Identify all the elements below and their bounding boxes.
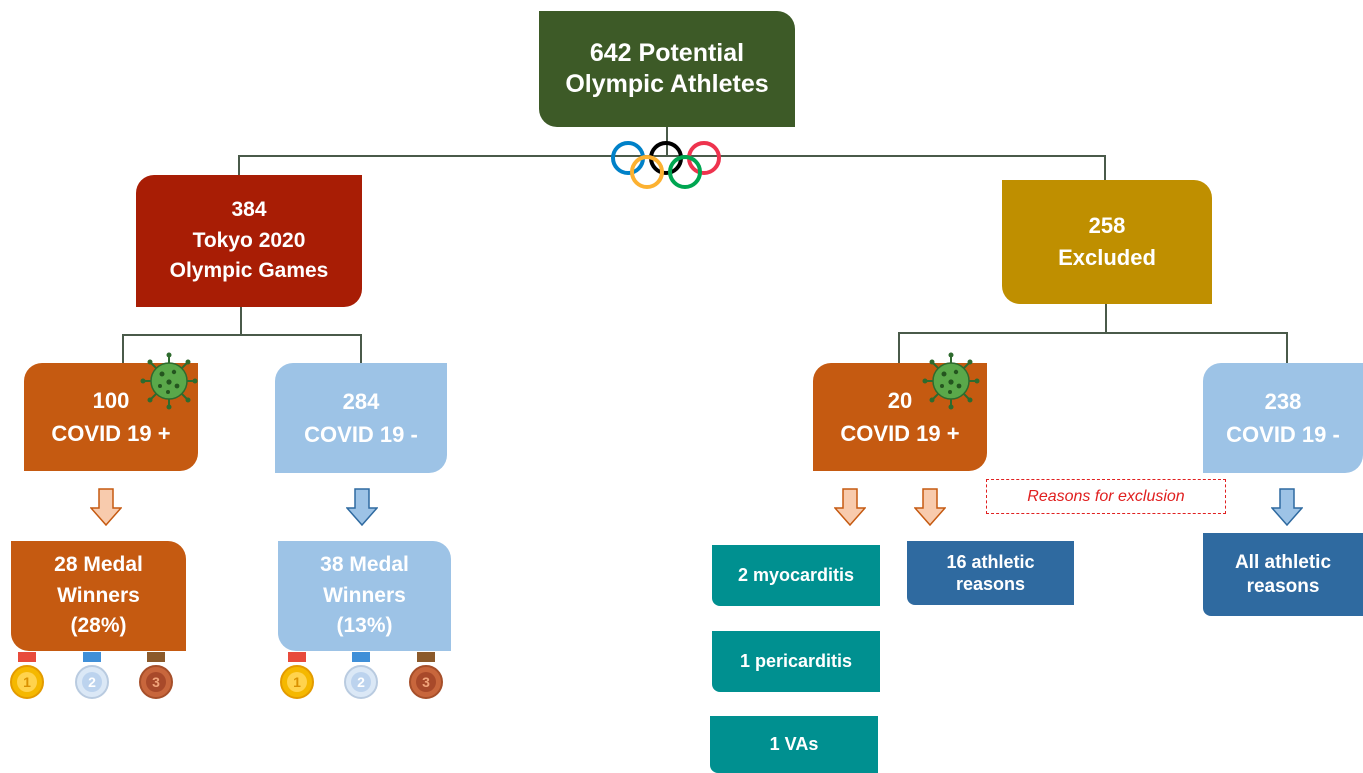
excl-pos-label: COVID 19 + xyxy=(840,421,960,446)
svg-text:3: 3 xyxy=(152,674,160,690)
svg-text:2: 2 xyxy=(88,674,96,690)
root-label: Olympic Athletes xyxy=(565,70,769,98)
medal-neg-label: Winners xyxy=(323,583,406,607)
medal-pos-percent: (28%) xyxy=(70,614,127,638)
tokyo-label-2: Olympic Games xyxy=(169,259,329,283)
myocarditis-label: 2 myocarditis xyxy=(737,565,855,586)
tokyo-count: 384 xyxy=(231,198,267,222)
tokyo-covid-negative-node: 284 COVID 19 - xyxy=(275,363,447,473)
connector-line xyxy=(238,155,1106,157)
silver-medal-icon: 2 xyxy=(344,652,378,699)
excluded-label: Excluded xyxy=(1058,245,1156,270)
tokyo-label-1: Tokyo 2020 xyxy=(192,228,306,252)
connector-line xyxy=(1104,155,1106,181)
all-athletic-line2: reasons xyxy=(1246,575,1320,597)
myocarditis-node: 2 myocarditis xyxy=(712,545,880,606)
excluded-covid-negative-node: 238 COVID 19 - xyxy=(1203,363,1363,473)
tokyo-neg-count: 284 xyxy=(342,389,380,414)
root-node: 642 Potential Olympic Athletes xyxy=(539,11,795,127)
connector-line xyxy=(238,155,240,177)
excluded-count: 258 xyxy=(1088,213,1126,239)
bronze-medal-icon: 3 xyxy=(409,652,443,699)
athletic-reasons-16-node: 16 athletic reasons xyxy=(907,541,1074,605)
tokyo-covid-positive-node: 100 COVID 19 + xyxy=(24,363,198,471)
pericarditis-label: 1 pericarditis xyxy=(739,651,853,672)
pericarditis-node: 1 pericarditis xyxy=(712,631,880,692)
connector-line xyxy=(360,334,362,364)
medal-winners-positive-node: 28 Medal Winners (28%) xyxy=(11,541,186,651)
connector-line xyxy=(240,306,242,336)
connector-line xyxy=(122,334,362,336)
root-count: 642 Potential xyxy=(589,38,745,67)
tokyo-pos-label: COVID 19 + xyxy=(51,421,171,446)
down-arrow-icon xyxy=(1271,488,1303,526)
connector-line xyxy=(1286,332,1288,364)
excluded-node: 258 Excluded xyxy=(1002,180,1212,304)
down-arrow-icon xyxy=(346,488,378,526)
excl-neg-count: 238 xyxy=(1264,389,1302,414)
medal-neg-count: 38 Medal xyxy=(320,553,409,577)
vas-label: 1 VAs xyxy=(769,734,819,755)
down-arrow-icon xyxy=(834,488,866,526)
medal-winners-negative-node: 38 Medal Winners (13%) xyxy=(278,541,451,651)
svg-text:2: 2 xyxy=(357,674,365,690)
connector-line xyxy=(122,334,124,364)
olympic-rings-icon xyxy=(611,141,721,189)
connector-line xyxy=(898,332,900,364)
connector-line xyxy=(1105,304,1107,334)
connector-line xyxy=(898,332,1288,334)
vas-node: 1 VAs xyxy=(710,716,878,773)
tokyo-neg-label: COVID 19 - xyxy=(304,422,418,447)
medal-pos-count: 28 Medal xyxy=(54,553,143,577)
down-arrow-icon xyxy=(90,488,122,526)
athletic-16-line2: reasons xyxy=(955,574,1026,594)
reasons-for-exclusion-label: Reasons for exclusion xyxy=(986,479,1226,514)
excl-pos-count: 20 xyxy=(887,388,913,413)
tokyo-games-node: 384 Tokyo 2020 Olympic Games xyxy=(136,175,362,307)
bronze-medal-icon: 3 xyxy=(139,652,173,699)
excl-neg-label: COVID 19 - xyxy=(1226,422,1340,447)
medal-neg-percent: (13%) xyxy=(336,614,393,638)
virus-icon xyxy=(140,352,198,410)
connector-line xyxy=(666,126,668,156)
all-athletic-line1: All athletic xyxy=(1234,551,1332,573)
medal-pos-label: Winners xyxy=(57,583,140,607)
tokyo-pos-count: 100 xyxy=(92,388,130,413)
gold-medal-icon: 1 xyxy=(10,652,44,699)
down-arrow-icon xyxy=(914,488,946,526)
virus-icon xyxy=(922,352,980,410)
gold-medal-icon: 1 xyxy=(280,652,314,699)
svg-text:1: 1 xyxy=(293,674,301,690)
all-athletic-reasons-node: All athletic reasons xyxy=(1203,533,1363,616)
svg-text:3: 3 xyxy=(422,674,430,690)
svg-text:1: 1 xyxy=(23,674,31,690)
silver-medal-icon: 2 xyxy=(75,652,109,699)
athletic-16-line1: 16 athletic xyxy=(946,551,1035,572)
